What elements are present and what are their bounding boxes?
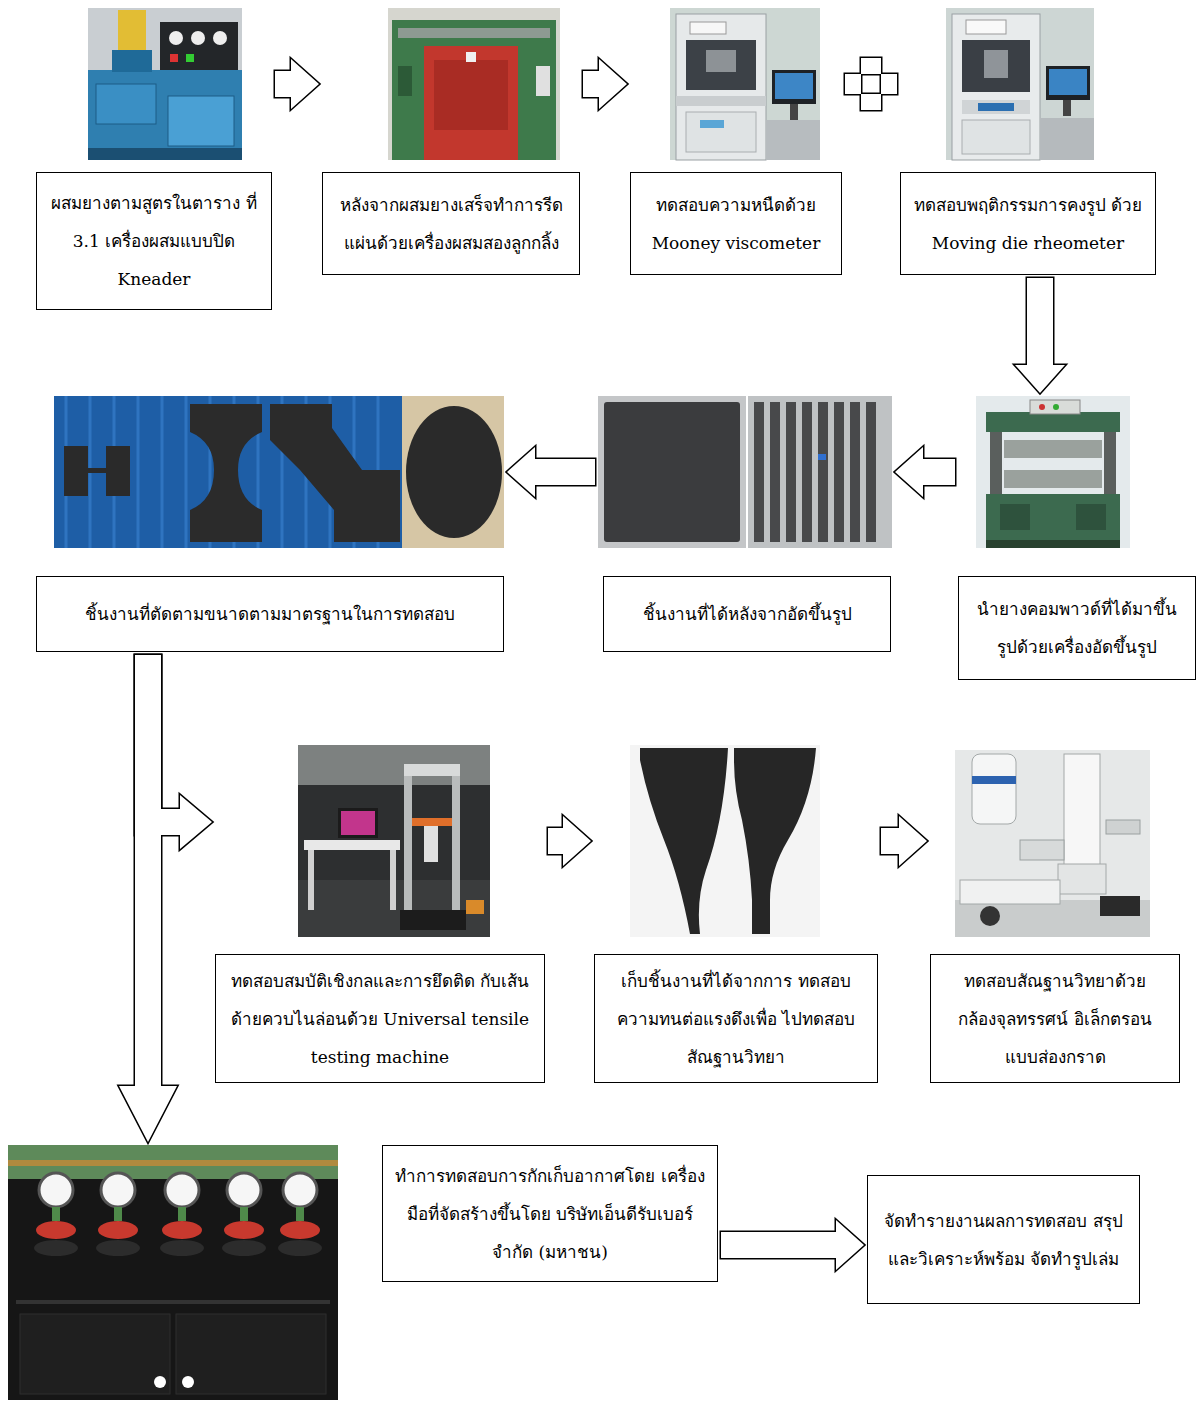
step-box: นำยางคอมพาวด์ที่ได้มาขึ้น รูปด้วยเครื่อง… xyxy=(958,576,1196,680)
step-text: นำยางคอมพาวด์ที่ได้มาขึ้น รูปด้วยเครื่อง… xyxy=(971,590,1183,666)
step-text: ชิ้นงานที่ตัดตามขนาดตามมาตรฐานในการทดสอบ xyxy=(85,595,455,633)
step-text: ชิ้นงานที่ได้หลังจากอัดขึ้นรูป xyxy=(643,595,852,633)
mooney-viscometer-photo xyxy=(670,8,820,160)
block-arrow xyxy=(119,655,177,1142)
universal-testing-machine-photo xyxy=(298,745,490,937)
step-text: ทำการทดสอบการกักเก็บอากาศโดย เครื่องมือท… xyxy=(395,1157,705,1271)
block-arrow xyxy=(721,1220,864,1270)
block-arrow xyxy=(583,59,627,109)
block-arrow xyxy=(1015,278,1065,393)
block-arrow xyxy=(845,58,897,110)
block-arrow xyxy=(548,816,591,866)
compression-press-photo xyxy=(976,396,1130,548)
block-arrow xyxy=(507,447,595,497)
process-step: ผสมยางตามสูตรในตาราง ที่ 3.1 เครื่องผสมแ… xyxy=(36,8,272,310)
process-step: หลังจากผสมยางเสร็จทำการรีด แผ่นด้วยเครื่… xyxy=(322,8,580,275)
block-arrow xyxy=(275,59,319,109)
process-step: ทดสอบสัณฐานวิทยาด้วย กล้องจุลทรรศน์ อิเล… xyxy=(930,750,1180,1083)
step-box: ทดสอบสัณฐานวิทยาด้วย กล้องจุลทรรศน์ อิเล… xyxy=(930,954,1180,1083)
step-box: ชิ้นงานที่ตัดตามขนาดตามมาตรฐานในการทดสอบ xyxy=(36,576,504,652)
molded-sheets-photo xyxy=(598,396,892,548)
step-text: ทดสอบพฤติกรรมการคงรูป ด้วย Moving die rh… xyxy=(913,186,1143,262)
process-step: ทดสอบสมบัติเชิงกลและการยึดติด กับเส้นด้า… xyxy=(215,745,545,1083)
block-arrow xyxy=(895,447,955,497)
process-step: ชิ้นงานที่ตัดตามขนาดตามมาตรฐานในการทดสอบ xyxy=(36,396,504,652)
block-arrow xyxy=(275,59,319,109)
step-box: ทดสอบสมบัติเชิงกลและการยึดติด กับเส้นด้า… xyxy=(215,954,545,1083)
test-specimens-photo xyxy=(54,396,504,548)
process-step: ทดสอบความหนืดด้วย Mooney viscometer xyxy=(630,8,842,275)
step-text: เก็บชิ้นงานที่ได้จากการ ทดสอบความทนต่อแร… xyxy=(607,962,865,1076)
block-arrow xyxy=(895,447,955,497)
step-box: จัดทำรายงานผลการทดสอบ สรุปและวิเคราะห์พร… xyxy=(867,1175,1140,1304)
block-arrow xyxy=(845,58,897,110)
step-box: ทดสอบความหนืดด้วย Mooney viscometer xyxy=(630,172,842,275)
process-step: จัดทำรายงานผลการทดสอบ สรุปและวิเคราะห์พร… xyxy=(867,1175,1140,1304)
rheometer-photo xyxy=(946,8,1094,160)
block-arrow xyxy=(119,655,177,1142)
step-box: ผสมยางตามสูตรในตาราง ที่ 3.1 เครื่องผสมแ… xyxy=(36,172,272,310)
block-arrow xyxy=(548,816,591,866)
kneader-photo xyxy=(88,8,242,160)
block-arrow xyxy=(721,1220,864,1270)
process-step: เก็บชิ้นงานที่ได้จากการ ทดสอบความทนต่อแร… xyxy=(594,745,878,1083)
block-arrow xyxy=(507,447,595,497)
process-step: ทำการทดสอบการกักเก็บอากาศโดย เครื่องมือท… xyxy=(8,1145,718,1400)
process-step: ทดสอบพฤติกรรมการคงรูป ด้วย Moving die rh… xyxy=(900,8,1156,275)
step-text: ทดสอบสมบัติเชิงกลและการยึดติด กับเส้นด้า… xyxy=(228,962,532,1076)
broken-specimens-photo xyxy=(630,745,820,937)
step-text: ทดสอบสัณฐานวิทยาด้วย กล้องจุลทรรศน์ อิเล… xyxy=(943,962,1167,1076)
air-retention-tester-photo xyxy=(8,1145,338,1400)
step-text: ผสมยางตามสูตรในตาราง ที่ 3.1 เครื่องผสมแ… xyxy=(49,184,259,298)
sem-photo xyxy=(955,750,1150,937)
step-box: ชิ้นงานที่ได้หลังจากอัดขึ้นรูป xyxy=(603,576,891,652)
block-arrow xyxy=(881,816,927,866)
block-arrow xyxy=(881,816,927,866)
process-step: นำยางคอมพาวด์ที่ได้มาขึ้น รูปด้วยเครื่อง… xyxy=(958,396,1196,680)
block-arrow xyxy=(1015,278,1065,393)
two-roll-mill-photo xyxy=(388,8,560,160)
block-arrow xyxy=(583,59,627,109)
process-step: ชิ้นงานที่ได้หลังจากอัดขึ้นรูป xyxy=(598,396,892,652)
step-text: จัดทำรายงานผลการทดสอบ สรุปและวิเคราะห์พร… xyxy=(880,1202,1127,1278)
step-box: ทดสอบพฤติกรรมการคงรูป ด้วย Moving die rh… xyxy=(900,172,1156,275)
step-box: ทำการทดสอบการกักเก็บอากาศโดย เครื่องมือท… xyxy=(382,1145,718,1282)
step-box: เก็บชิ้นงานที่ได้จากการ ทดสอบความทนต่อแร… xyxy=(594,954,878,1083)
step-text: หลังจากผสมยางเสร็จทำการรีด แผ่นด้วยเครื่… xyxy=(335,186,567,262)
step-text: ทดสอบความหนืดด้วย Mooney viscometer xyxy=(643,186,829,262)
step-box: หลังจากผสมยางเสร็จทำการรีด แผ่นด้วยเครื่… xyxy=(322,172,580,275)
